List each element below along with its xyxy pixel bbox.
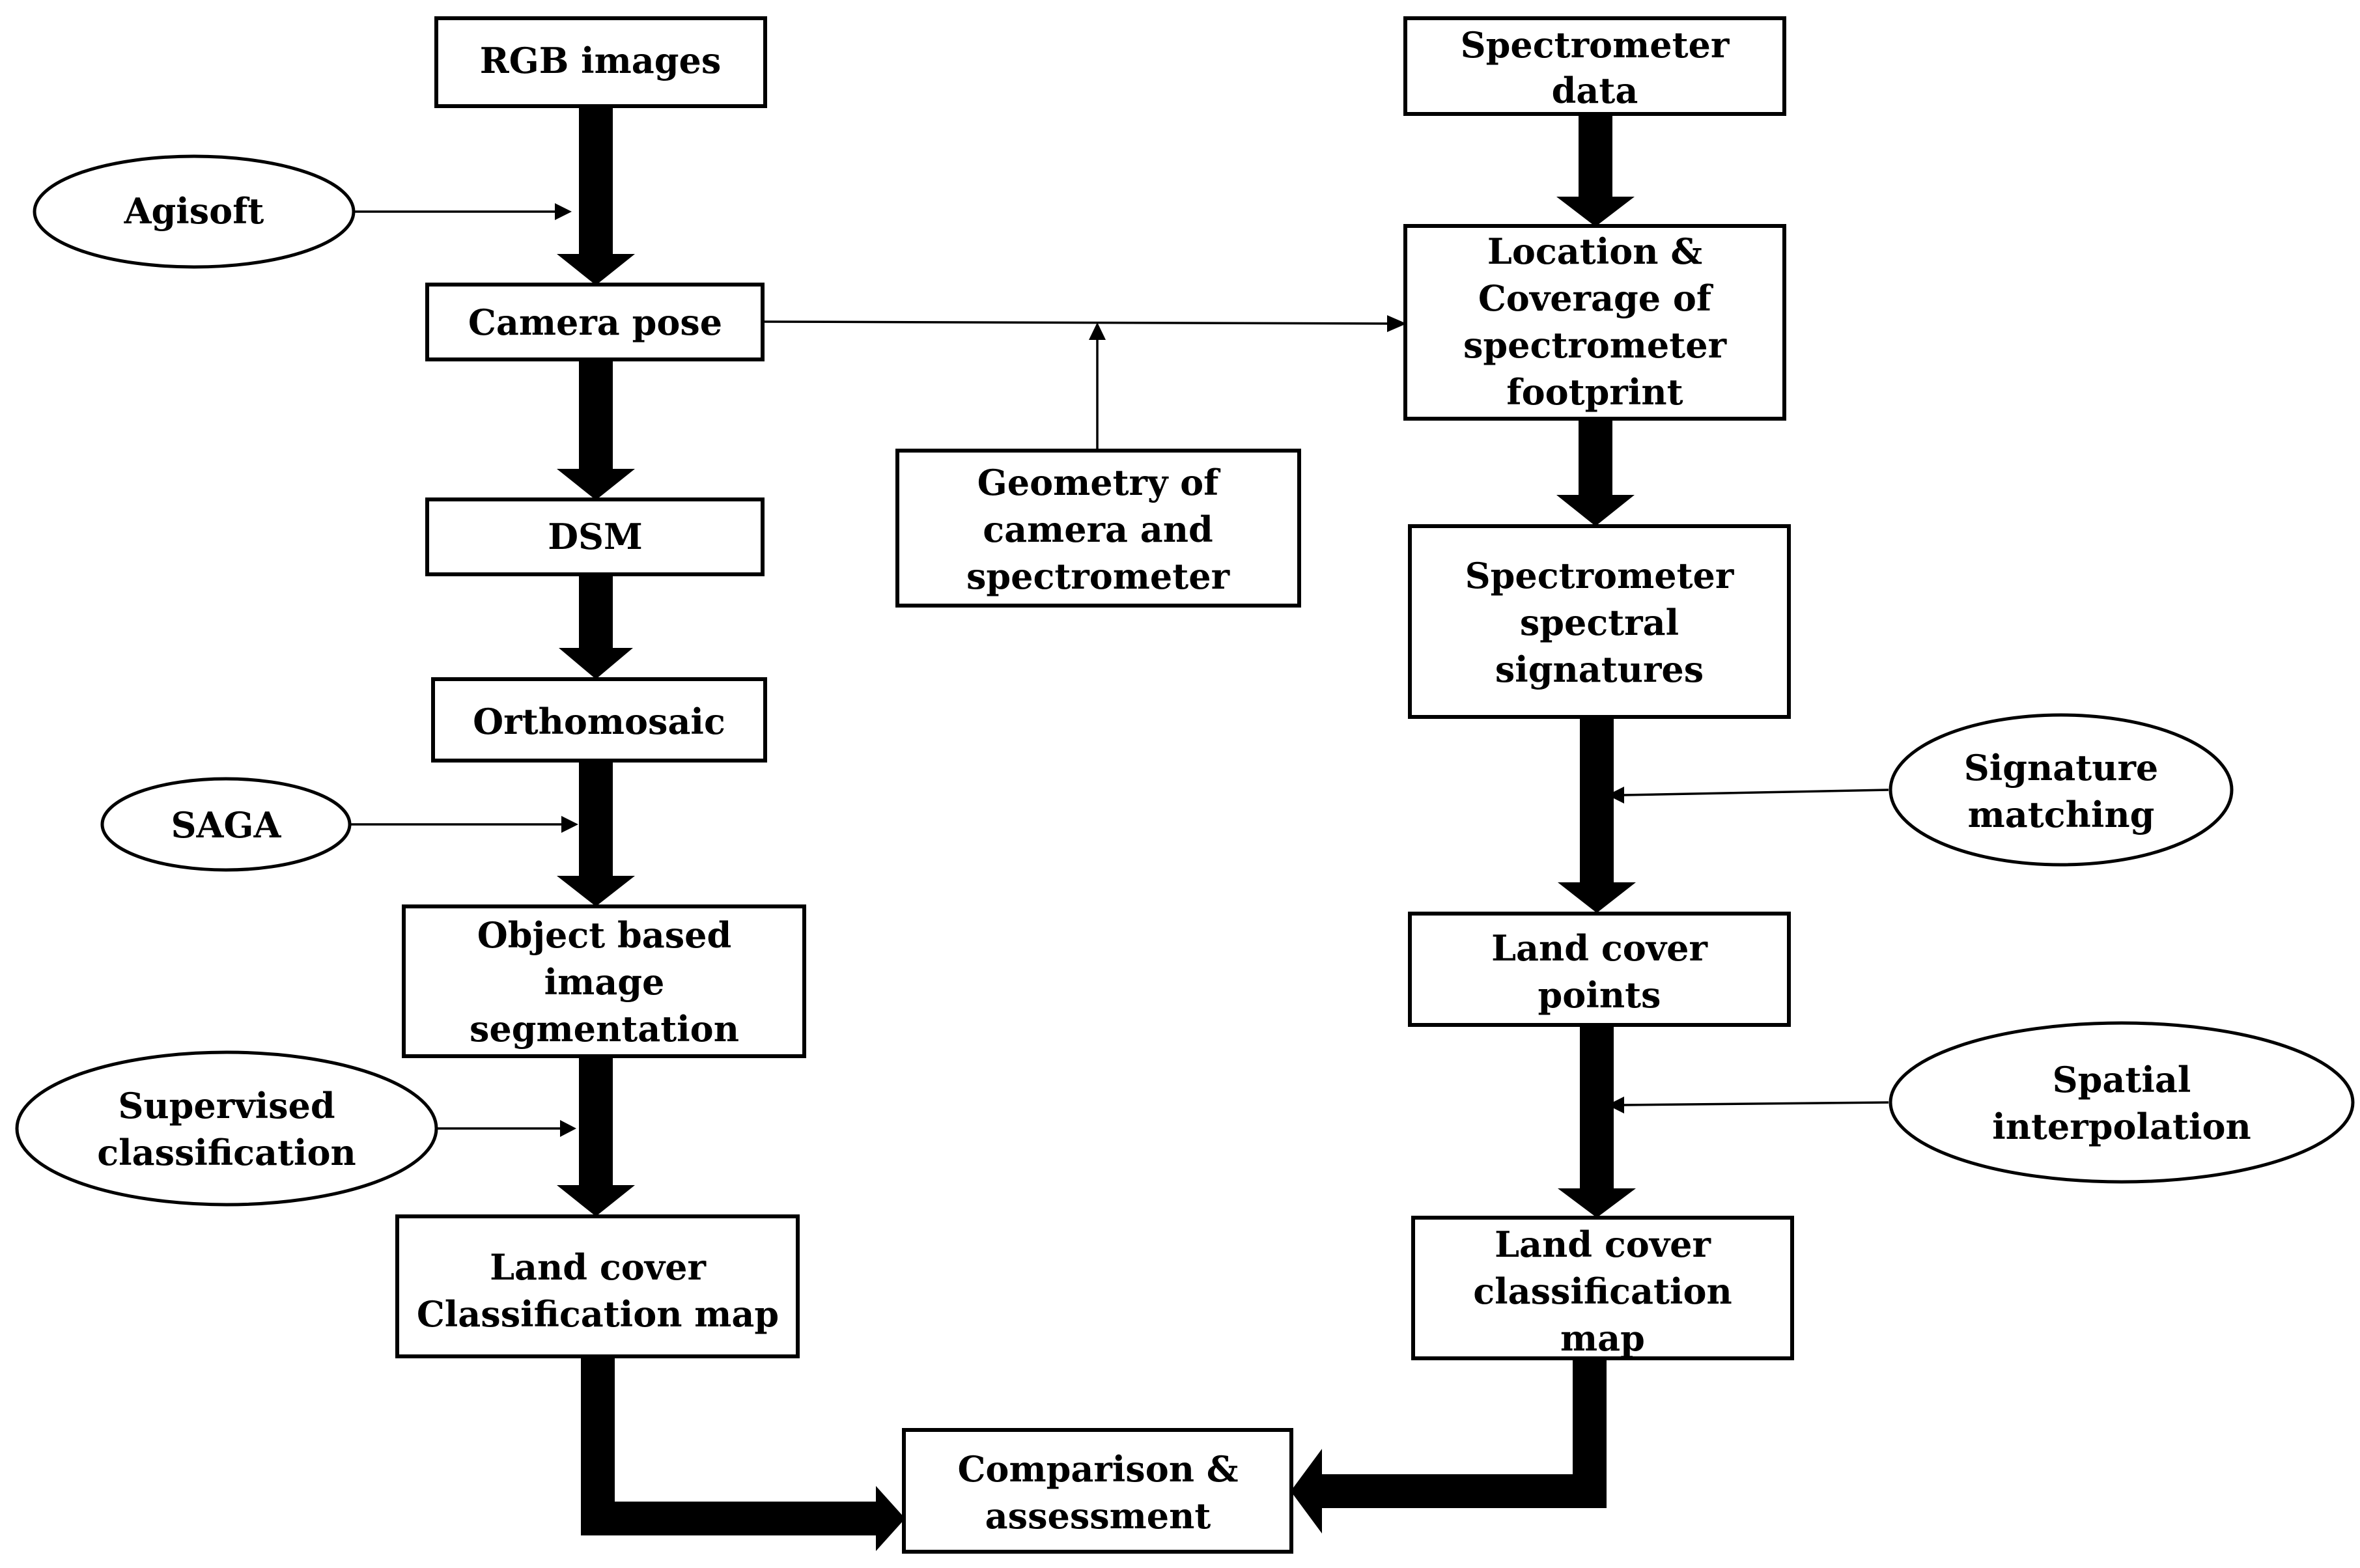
thin-arrow-signature-matching	[1607, 787, 1889, 804]
thick-arrow-points-to-lc-map	[1558, 1025, 1636, 1218]
box-camera-pose-line-1: Camera pose	[468, 301, 722, 343]
thin-arrow-supervised	[435, 1120, 576, 1137]
ellipse-spatial-interpolation: Spatial interpolation	[1889, 1021, 2355, 1184]
ellipse-saga-line-1: SAGA	[171, 804, 282, 846]
thin-arrow-agisoft	[350, 203, 572, 220]
thick-arrow-orthomosaic-to-segmentation	[557, 761, 635, 906]
thick-arrow-lc-map-to-comparison-right	[1291, 1358, 1607, 1533]
ellipse-agisoft-line-1: Agisoft	[124, 190, 264, 232]
box-object-segmentation-line-1: Object based	[477, 914, 732, 956]
box-land-cover-points: Land cover points	[1408, 912, 1791, 1027]
thick-arrow-segmentation-to-lc-map	[557, 1056, 635, 1216]
box-dsm: DSM	[425, 497, 765, 576]
ellipse-signature-line-1: Signature	[1964, 747, 2159, 789]
ellipse-signature-matching: Signature matching	[1889, 713, 2234, 867]
box-location-line-3: spectrometer	[1463, 324, 1727, 366]
box-lc-map-right-line-2: classification	[1473, 1270, 1732, 1312]
thin-arrow-camera-pose-to-location	[763, 315, 1407, 332]
box-spectral-signatures: Spectrometer spectral signatures	[1408, 524, 1791, 719]
box-location-line-1: Location &	[1487, 231, 1702, 272]
box-geometry-line-2: camera and	[983, 509, 1213, 550]
ellipse-supervised-classification: Supervised classification	[15, 1050, 438, 1207]
ellipse-agisoft: Agisoft	[33, 154, 356, 269]
box-geometry-line-3: spectrometer	[966, 555, 1230, 597]
box-spec-data-line-2: data	[1552, 70, 1638, 111]
box-object-segmentation: Object based image segmentation	[402, 904, 806, 1058]
box-dsm-line-1: DSM	[548, 516, 643, 557]
ellipse-spatial-line-2: interpolation	[1992, 1106, 2251, 1147]
ellipse-spatial-line-1: Spatial	[2053, 1059, 2191, 1100]
thick-arrow-camera-pose-to-dsm	[557, 359, 635, 500]
ellipse-saga: SAGA	[100, 777, 352, 872]
box-lc-map-left-line-2: Classification map	[417, 1293, 779, 1335]
box-location-coverage: Location & Coverage of spectrometer foot…	[1403, 224, 1786, 421]
ellipse-supervised-line-1: Supervised	[118, 1085, 335, 1127]
box-rgb-images: RGB images	[434, 16, 767, 108]
box-lc-map-right-line-1: Land cover	[1495, 1224, 1711, 1265]
box-location-line-4: footprint	[1506, 371, 1683, 413]
box-orthomosaic: Orthomosaic	[431, 677, 767, 763]
thin-arrow-geometry-up	[1089, 322, 1106, 449]
box-camera-pose: Camera pose	[425, 283, 765, 361]
box-spectrometer-data: Spectrometer data	[1403, 16, 1786, 116]
thin-arrow-saga	[349, 816, 578, 833]
box-spec-sig-line-2: spectral	[1520, 602, 1679, 643]
box-comparison-line-1: Comparison &	[957, 1448, 1238, 1490]
box-lc-map-right-line-3: map	[1560, 1317, 1645, 1359]
thick-arrow-signatures-to-points	[1558, 717, 1636, 913]
box-object-segmentation-line-2: image	[544, 961, 665, 1003]
box-land-cover-classification-map-right: Land cover classification map	[1411, 1216, 1794, 1360]
box-comparison-line-2: assessment	[985, 1495, 1211, 1537]
thick-arrow-spec-data-to-location	[1556, 114, 1635, 227]
box-comparison-assessment: Comparison & assessment	[902, 1428, 1293, 1554]
thick-arrow-lc-map-to-comparison	[581, 1356, 905, 1551]
thick-arrow-location-to-signatures	[1556, 419, 1635, 526]
box-lc-points-line-2: points	[1538, 974, 1661, 1016]
box-spec-sig-line-3: signatures	[1495, 649, 1704, 690]
box-object-segmentation-line-3: segmentation	[470, 1008, 739, 1050]
box-geometry-line-1: Geometry of	[977, 462, 1222, 503]
box-spec-data-line-1: Spectrometer	[1461, 24, 1730, 66]
ellipse-supervised-line-2: classification	[97, 1132, 356, 1173]
box-geometry: Geometry of camera and spectrometer	[895, 449, 1301, 608]
box-land-cover-classification-map-left: Land cover Classification map	[395, 1214, 800, 1358]
box-lc-points-line-1: Land cover	[1491, 927, 1707, 969]
thin-arrow-spatial-interpolation	[1607, 1097, 1889, 1113]
box-rgb-images-line-1: RGB images	[480, 40, 722, 81]
thick-arrow-rgb-to-camera-pose	[557, 106, 635, 285]
box-orthomosaic-line-1: Orthomosaic	[473, 701, 725, 742]
box-spec-sig-line-1: Spectrometer	[1465, 555, 1734, 596]
ellipse-signature-line-2: matching	[1968, 794, 2155, 835]
box-lc-map-left-line-1: Land cover	[490, 1246, 706, 1288]
thick-arrow-dsm-to-orthomosaic	[559, 574, 633, 679]
box-location-line-2: Coverage of	[1478, 277, 1714, 319]
